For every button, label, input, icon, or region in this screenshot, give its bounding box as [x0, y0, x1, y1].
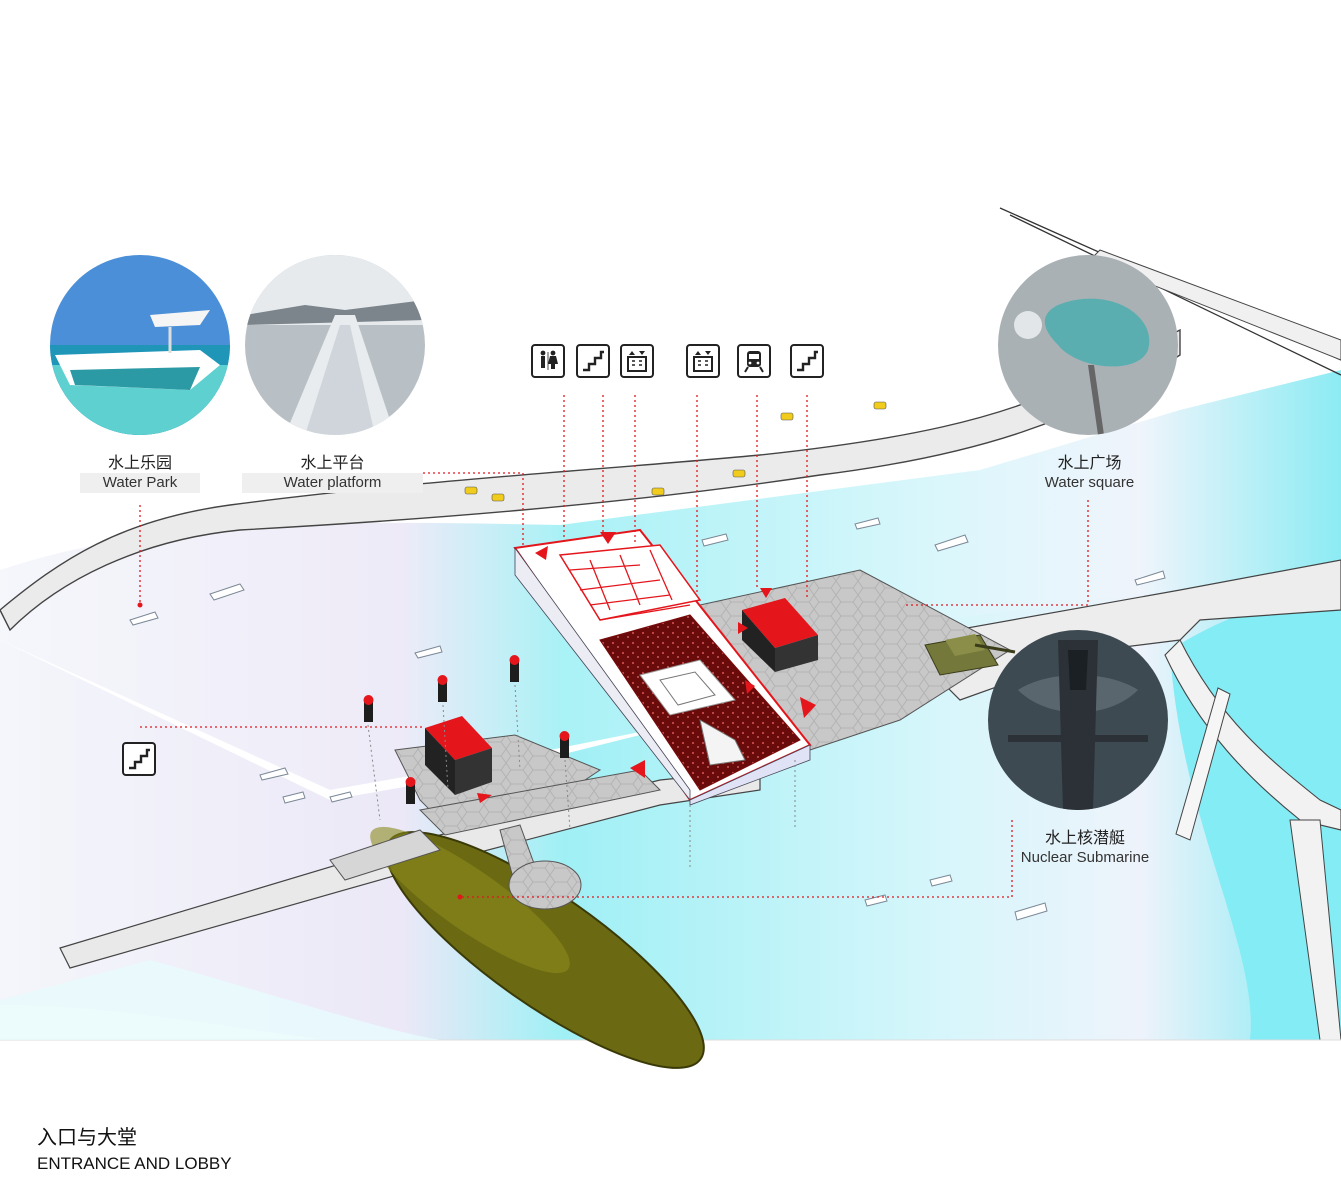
- upper-quay: [0, 328, 1181, 632]
- elevator-icon: [686, 344, 720, 378]
- caption-title-en: ENTRANCE AND LOBBY: [37, 1154, 232, 1173]
- water-platform-photo: [245, 255, 425, 435]
- callout-water-platform-en: Water platform: [242, 473, 423, 493]
- callout-water-square-en: Water square: [1044, 474, 1135, 491]
- caption-title-cn: 入口与大堂: [37, 1125, 137, 1149]
- bollards: [363, 655, 570, 804]
- callout-nuclear-submarine: 水上核潜艇 Nuclear Submarine: [1004, 828, 1166, 868]
- metro-icon: [737, 344, 771, 378]
- stairs-icon: [576, 344, 610, 378]
- callout-water-square: 水上广场 Water square: [1027, 453, 1152, 493]
- round-landing: [508, 860, 582, 910]
- submarine-photo: [988, 630, 1168, 810]
- callout-water-park-en: Water Park: [80, 473, 200, 493]
- lower-shore: [0, 960, 440, 1040]
- callout-nuclear-submarine-en: Nuclear Submarine: [1020, 849, 1150, 866]
- callout-lines: [139, 395, 1089, 898]
- callout-water-platform: 水上平台 Water platform: [242, 453, 423, 493]
- callout-water-park-cn: 水上乐园: [107, 453, 172, 472]
- lobby-building: [513, 528, 812, 806]
- tank: [924, 634, 1016, 676]
- stairs-icon: [790, 344, 824, 378]
- right-road: [1164, 639, 1341, 831]
- elevator-icon: [620, 344, 654, 378]
- callout-water-platform-cn: 水上平台: [300, 453, 365, 472]
- gangway: [329, 829, 441, 881]
- stairs-icon: [122, 742, 156, 776]
- entry-walkway: [418, 769, 662, 836]
- water-square-photo: [998, 255, 1178, 435]
- red-box-right: [742, 598, 818, 672]
- water-park-photo: [50, 255, 230, 435]
- diagram-caption: 入口与大堂 ENTRANCE AND LOBBY: [37, 1121, 232, 1174]
- pier-strip: [1175, 687, 1231, 841]
- direction-arrows: [477, 532, 816, 803]
- callout-water-park: 水上乐园 Water Park: [80, 453, 200, 493]
- callout-water-square-cn: 水上广场: [1057, 453, 1122, 472]
- callout-nuclear-submarine-cn: 水上核潜艇: [1044, 828, 1125, 847]
- red-box-left: [425, 716, 492, 795]
- restroom-icon: [531, 344, 565, 378]
- vehicles: [464, 401, 887, 502]
